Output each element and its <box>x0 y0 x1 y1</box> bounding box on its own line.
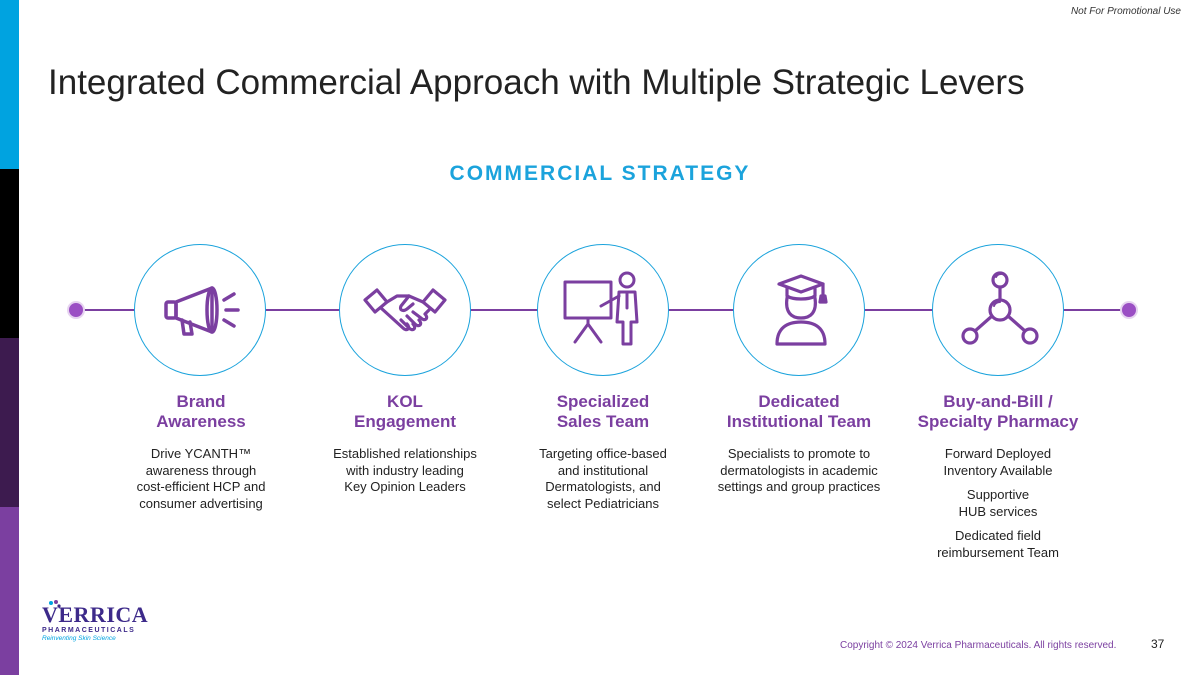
section-title: COMMERCIAL STRATEGY <box>449 162 751 185</box>
lever-circle-kol-engagement <box>339 244 471 376</box>
lever-circle-buy-and-bill <box>932 244 1064 376</box>
left-accent-bar-dark-purple <box>0 338 19 507</box>
company-logo: VERRICA PHARMACEUTICALS Reinventing Skin… <box>42 600 152 653</box>
disclaimer: Not For Promotional Use <box>1070 6 1181 17</box>
timeline-end-dot <box>1120 301 1138 319</box>
left-accent-bar-black <box>0 169 19 338</box>
megaphone-icon <box>164 286 240 336</box>
left-accent-bar-purple <box>0 507 19 675</box>
left-accent-bar-blue <box>0 0 19 169</box>
graduate-icon <box>775 274 828 346</box>
lever-circle-brand-awareness <box>134 244 266 376</box>
lever-circle-dedicated-institutional-team <box>733 244 865 376</box>
logo-subtext: PHARMACEUTICALS <box>42 627 136 634</box>
network-icon <box>961 271 1039 345</box>
handshake-icon <box>363 288 447 332</box>
copyright-notice: Copyright © 2024 Verrica Pharmaceuticals… <box>840 640 1117 651</box>
lever-title-buy-and-bill: Buy-and-Bill /Specialty Pharmacy <box>917 392 1079 431</box>
timeline-start-dot <box>67 301 85 319</box>
logo-dots-icon <box>49 600 61 608</box>
page-title: Integrated Commercial Approach with Mult… <box>48 63 1025 103</box>
presenter-icon <box>563 271 639 346</box>
lever-circle-specialized-sales-team <box>537 244 669 376</box>
page-number: 37 <box>1151 637 1165 651</box>
logo-tagline: Reinventing Skin Science <box>42 635 116 642</box>
